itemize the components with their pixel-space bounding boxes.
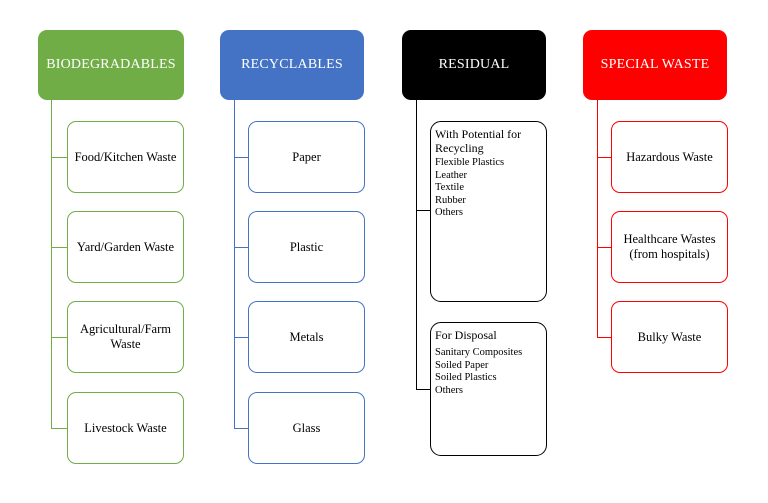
recyclables-item: Plastic [248, 211, 365, 283]
residual-group-item: Others [435, 207, 463, 218]
residual-group-item: Others [435, 384, 463, 396]
biodegradables-header: BIODEGRADABLES [38, 30, 184, 100]
special-branch [597, 337, 612, 338]
recyclables-item: Paper [248, 121, 365, 193]
residual-connector [416, 100, 417, 389]
recyclables-item: Metals [248, 301, 365, 373]
biodegradables-branch [51, 428, 68, 429]
biodegradables-item: Yard/Garden Waste [67, 211, 184, 283]
residual-branch [416, 210, 431, 211]
item-label: Healthcare Wastes (from hospitals) [623, 232, 716, 261]
residual-group-item: Sanitary Composites [435, 347, 523, 358]
special-branch [597, 157, 612, 158]
residual-group-item: Soiled Plastics [435, 372, 497, 383]
residual-header: RESIDUAL [402, 30, 546, 100]
residual-group-list: Flexible Plastics Leather Textile Rubber… [435, 157, 542, 220]
residual-title: RESIDUAL [438, 57, 510, 72]
biodegradables-connector [51, 100, 52, 428]
recyclables-item: Glass [248, 392, 365, 464]
biodegradables-branch [51, 247, 68, 248]
special-item: Healthcare Wastes (from hospitals) [611, 211, 728, 283]
biodegradables-branch [51, 337, 68, 338]
item-label: Hazardous Waste [626, 149, 713, 164]
item-label: Bulky Waste [637, 329, 702, 344]
residual-group-item: Soiled Paper [435, 359, 489, 371]
recyclables-branch [234, 337, 249, 338]
special-item: Bulky Waste [611, 301, 728, 373]
recyclables-connector [234, 100, 235, 428]
item-label: Glass [292, 420, 321, 435]
item-label: Livestock Waste [84, 420, 167, 435]
residual-group-title: With Potential for Recycling [435, 127, 522, 155]
biodegradables-branch [51, 157, 68, 158]
recyclables-branch [234, 157, 249, 158]
biodegradables-item: Agricultural/Farm Waste [67, 301, 184, 373]
residual-group-title: For Disposal [435, 328, 497, 342]
special-item: Hazardous Waste [611, 121, 728, 193]
residual-branch [416, 389, 431, 390]
residual-group-item: Flexible Plastics [435, 157, 505, 168]
residual-group-recycling: With Potential for Recycling Flexible Pl… [430, 121, 547, 302]
item-label: Plastic [289, 239, 324, 254]
special-connector [597, 100, 598, 337]
residual-group-item: Textile [435, 182, 465, 193]
recyclables-header: RECYCLABLES [220, 30, 364, 100]
recyclables-branch [234, 428, 249, 429]
item-label: Food/Kitchen Waste [74, 149, 177, 164]
item-label: Paper [292, 149, 321, 164]
item-label: Yard/Garden Waste [76, 239, 175, 254]
recyclables-title: RECYCLABLES [241, 57, 343, 72]
special-title: SPECIAL WASTE [600, 57, 710, 72]
residual-group-item: Leather [435, 169, 468, 181]
residual-group-list: Sanitary Composites Soiled Paper Soiled … [435, 347, 542, 397]
biodegradables-item: Food/Kitchen Waste [67, 121, 184, 193]
biodegradables-title: BIODEGRADABLES [46, 57, 176, 72]
recyclables-branch [234, 247, 249, 248]
special-header: SPECIAL WASTE [583, 30, 727, 100]
item-label: Agricultural/Farm Waste [80, 322, 171, 351]
special-branch [597, 247, 612, 248]
biodegradables-item: Livestock Waste [67, 392, 184, 464]
item-label: Metals [289, 329, 324, 344]
residual-group-disposal: For Disposal Sanitary Composites Soiled … [430, 322, 547, 456]
residual-group-item: Rubber [435, 194, 466, 206]
